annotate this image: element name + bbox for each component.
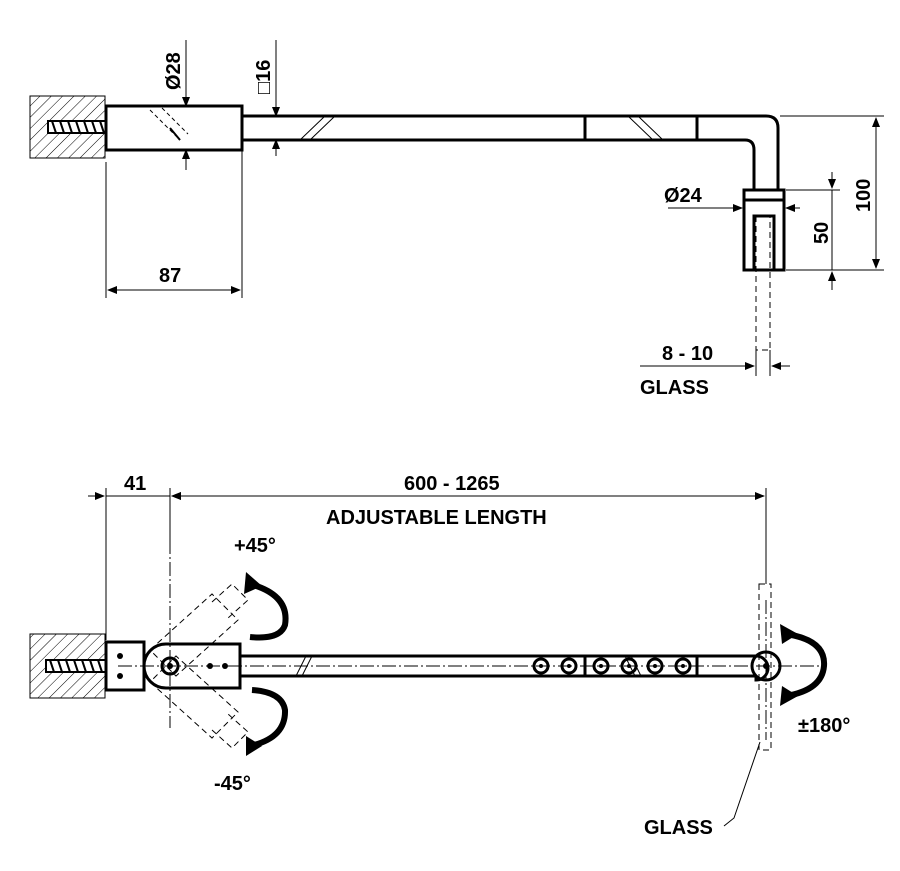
glass-pane-plan bbox=[758, 583, 772, 751]
angle-180: ±180° bbox=[798, 715, 850, 737]
glass-clamp-top bbox=[742, 188, 786, 272]
ghost-position-minus45 bbox=[149, 655, 249, 749]
dim-d28: Ø28 bbox=[163, 52, 185, 90]
threaded-stud-top bbox=[47, 120, 107, 134]
dim-length-label: ADJUSTABLE LENGTH bbox=[326, 507, 547, 529]
rotation-arrow-plus45 bbox=[244, 572, 289, 641]
threaded-stud-plan bbox=[45, 659, 107, 673]
angle-plus45: +45° bbox=[234, 535, 276, 557]
glass-label-top: GLASS bbox=[640, 377, 709, 399]
plan-view: +45° -45° ±180° 41 600 - 1265 ADJUSTABLE… bbox=[29, 473, 850, 839]
dim-100: 100 bbox=[853, 179, 875, 212]
dim-41: 41 bbox=[124, 473, 146, 495]
dim-glass-thickness: 8 - 10 bbox=[662, 343, 713, 365]
angle-minus45: -45° bbox=[214, 773, 251, 795]
dim-d24: Ø24 bbox=[664, 185, 703, 207]
glass-pane-top bbox=[755, 215, 771, 351]
support-bar-top bbox=[242, 114, 780, 190]
glass-label-plan: GLASS bbox=[644, 817, 713, 839]
rotation-arrow-minus45 bbox=[246, 687, 289, 756]
wall-bracket-top bbox=[104, 104, 244, 152]
dim-50: 50 bbox=[811, 222, 833, 244]
dim-sq16: □16 bbox=[253, 60, 275, 94]
top-view: Ø28 □16 87 Ø24 50 100 8 - 10 GLASS bbox=[29, 40, 884, 399]
dim-length: 600 - 1265 bbox=[404, 473, 500, 495]
ghost-position-plus45 bbox=[149, 583, 249, 677]
rotation-arrow-180 bbox=[780, 624, 828, 706]
dim-87: 87 bbox=[159, 265, 181, 287]
